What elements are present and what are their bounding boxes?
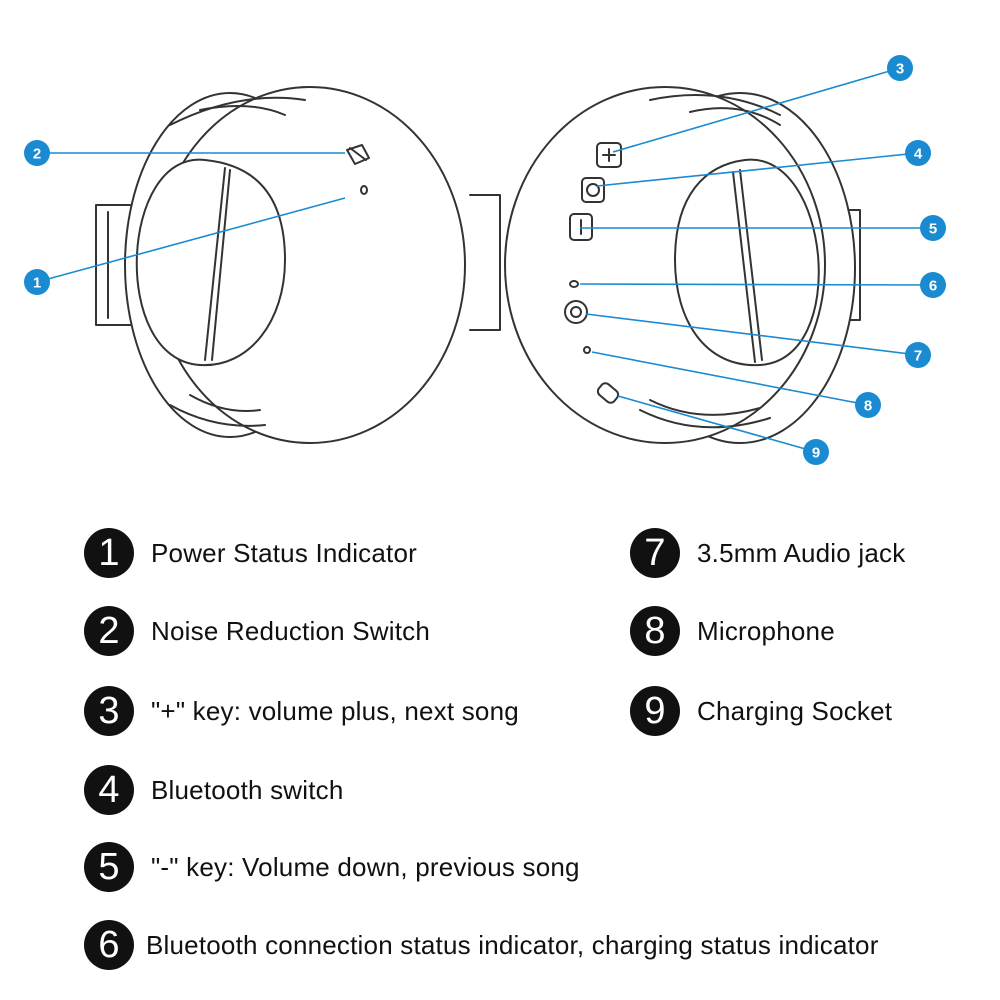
- callout-6-label: 6: [929, 278, 937, 295]
- callout-9-label: 9: [812, 445, 820, 462]
- legend-number: 1: [84, 528, 134, 578]
- callout-3-label: 3: [896, 61, 904, 78]
- callout-lines: [36, 67, 934, 453]
- callout-9: 9: [803, 439, 829, 465]
- callout-2-label: 2: [33, 146, 41, 163]
- legend-item-bluetooth-switch: 4 Bluetooth switch: [84, 765, 344, 815]
- legend-item-audio-jack: 7 3.5mm Audio jack: [630, 528, 905, 578]
- legend-item-minus-key: 5 "-" key: Volume down, previous song: [84, 842, 580, 892]
- callout-4: 4: [905, 140, 931, 166]
- callout-8: 8: [855, 392, 881, 418]
- callout-7: 7: [905, 342, 931, 368]
- right-earcup: [504, 86, 861, 444]
- callout-1-label: 1: [33, 275, 41, 292]
- legend-item-power-indicator: 1 Power Status Indicator: [84, 528, 417, 578]
- left-earcup: [95, 86, 466, 444]
- legend-label: Power Status Indicator: [151, 537, 417, 568]
- left-cushion-outline: [135, 158, 286, 367]
- charging-socket: [596, 382, 620, 404]
- bt-indicator: [569, 280, 579, 288]
- legend-number: 9: [630, 686, 680, 736]
- legend-number: 3: [84, 686, 134, 736]
- legend-label: Microphone: [697, 615, 835, 646]
- callout-2: 2: [24, 140, 50, 166]
- callout-badges: 1 2 3 4 5 6 7 8 9: [24, 55, 946, 465]
- legend-label: Bluetooth switch: [151, 774, 344, 805]
- legend-number: 2: [84, 606, 134, 656]
- legend-item-plus-key: 3 "+" key: volume plus, next song: [84, 686, 519, 736]
- power-indicator: [360, 185, 368, 195]
- legend-number: 7: [630, 528, 680, 578]
- legend-number: 5: [84, 842, 134, 892]
- microphone-hole: [583, 346, 591, 354]
- headband: [469, 194, 501, 331]
- legend-label: "-" key: Volume down, previous song: [151, 851, 580, 882]
- legend-label: Noise Reduction Switch: [151, 615, 430, 646]
- legend-number: 6: [84, 920, 134, 970]
- right-cushion-outline: [674, 158, 820, 367]
- headphones-diagram: 1 2 3 4 5 6 7 8 9: [24, 55, 946, 465]
- bluetooth-key: [581, 177, 605, 203]
- callout-6: 6: [920, 272, 946, 298]
- legend-item-microphone: 8 Microphone: [630, 606, 835, 656]
- legend-number: 4: [84, 765, 134, 815]
- legend-number: 8: [630, 606, 680, 656]
- callout-5: 5: [920, 215, 946, 241]
- legend-label: "+" key: volume plus, next song: [151, 695, 519, 726]
- legend-label: Bluetooth connection status indicator, c…: [146, 929, 879, 960]
- legend-item-noise-switch: 2 Noise Reduction Switch: [84, 606, 430, 656]
- callout-1: 1: [24, 269, 50, 295]
- legend-item-status-indicator: 6 Bluetooth connection status indicator,…: [84, 920, 879, 970]
- legend-label: Charging Socket: [697, 695, 893, 726]
- callout-3: 3: [887, 55, 913, 81]
- legend-label: 3.5mm Audio jack: [697, 537, 906, 568]
- callout-4-label: 4: [914, 146, 923, 163]
- legend-item-charging-socket: 9 Charging Socket: [630, 686, 892, 736]
- callout-7-label: 7: [914, 348, 922, 365]
- callout-8-label: 8: [864, 398, 872, 415]
- callout-5-label: 5: [929, 221, 937, 238]
